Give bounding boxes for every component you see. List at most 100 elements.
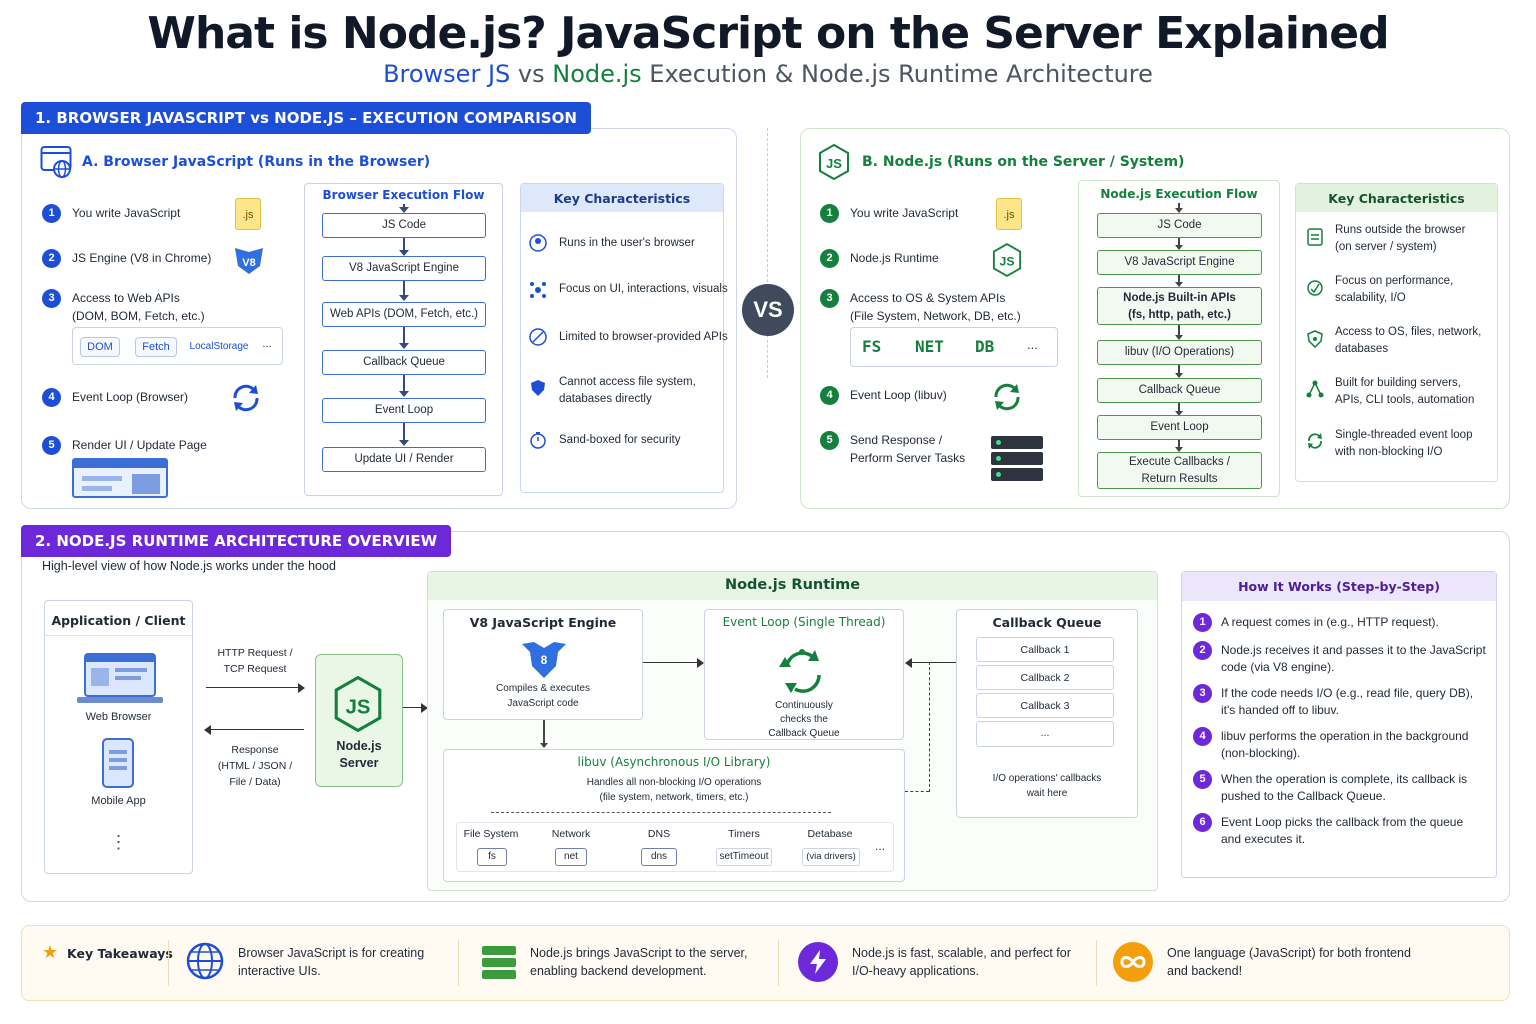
event-loop-desc: Continuously checks the Callback Queue — [768, 700, 840, 739]
how-step-num: 6 — [1193, 813, 1212, 832]
browser-key-item: Cannot access file system, databases dir… — [559, 376, 696, 405]
takeaway-divider — [458, 940, 459, 986]
takeaway-divider — [168, 940, 169, 986]
flow-arrow — [399, 204, 409, 213]
node-key-item: Single-threaded event loop with non-bloc… — [1335, 429, 1473, 458]
loop-icon — [1306, 432, 1324, 455]
refresh-icon — [229, 381, 263, 420]
api-chip-more: ... — [1027, 337, 1038, 352]
section1-tag: 1. BROWSER JAVASCRIPT vs NODE.JS – EXECU… — [21, 102, 591, 134]
flow-arrow — [1175, 403, 1182, 416]
response-arrow — [208, 729, 304, 730]
flow-arrow — [399, 375, 409, 397]
browser-key-item: Sand-boxed for security — [559, 434, 681, 446]
event-loop-box — [704, 609, 904, 740]
vs-label: VS — [753, 297, 783, 322]
node-step: Event Loop (libuv) — [850, 388, 947, 402]
api-chip-fs: FS — [862, 337, 882, 356]
svg-text:JS: JS — [346, 696, 371, 718]
node-key-box — [1295, 183, 1498, 482]
browser-key-title: Key Characteristics — [553, 191, 691, 206]
js-file-icon: .js — [235, 198, 261, 230]
js-file-label: .js — [242, 209, 254, 221]
section2-tag: 2. NODE.JS RUNTIME ARCHITECTURE OVERVIEW — [21, 525, 452, 557]
node-flow-step: V8 JavaScript Engine — [1097, 250, 1262, 275]
libuv-module-chip: (via drivers) — [802, 848, 860, 866]
node-key-item: Runs outside the browser (on server / sy… — [1335, 224, 1466, 253]
response-arrowhead — [204, 725, 211, 735]
flow-arrow — [1175, 365, 1182, 378]
client-title: Application / Client — [51, 613, 186, 628]
request-arrow — [206, 687, 302, 688]
node-js-file-label: .js — [1003, 209, 1015, 221]
queue-to-loop-arrowhead — [905, 658, 912, 668]
limit-icon — [529, 328, 547, 351]
js-file-icon: .js — [996, 198, 1022, 230]
browser-key-item: Limited to browser-provided APIs — [559, 331, 728, 343]
libuv-more: ... — [874, 839, 885, 853]
browser-heading: A. Browser JavaScript (Runs in the Brows… — [82, 154, 431, 170]
response-label: Response (HTML / JSON / File / Data) — [217, 744, 293, 788]
how-step-num: 5 — [1193, 770, 1212, 789]
browser-step: Render UI / Update Page — [72, 438, 207, 452]
browser-step-num: 4 — [42, 388, 61, 407]
flow-arrow — [1175, 203, 1182, 213]
mobile-phone-icon — [102, 738, 134, 788]
takeaway-divider — [778, 940, 779, 986]
node-step: Send Response / Perform Server Tasks — [850, 433, 966, 465]
nodejs-logo-icon: JS — [818, 143, 850, 185]
libuv-title: libuv (Asynchronous I/O Library) — [577, 755, 771, 769]
laptop-icon — [77, 652, 163, 711]
browser-key-item: Runs in the user's browser — [559, 237, 695, 249]
takeaway-item: Browser JavaScript is for creating inter… — [238, 946, 425, 978]
node-flow-title: Node.js Execution Flow — [1100, 187, 1258, 201]
event-loop-title: Event Loop (Single Thread) — [722, 615, 886, 629]
nodejs-runtime-icon: JS — [992, 242, 1022, 282]
browser-flow-step: Update UI / Render — [322, 447, 486, 472]
vs-divider — [767, 128, 768, 378]
takeaway-item: One language (JavaScript) for both front… — [1167, 946, 1411, 978]
libuv-to-queue-dashed-h — [905, 791, 929, 792]
runtime-header — [428, 572, 1157, 600]
node-step: Access to OS & System APIs (File System,… — [850, 291, 1021, 323]
browser-step: Event Loop (Browser) — [72, 390, 189, 404]
browser-step: Access to Web APIs (DOM, BOM, Fetch, etc… — [72, 291, 205, 323]
node-key-title: Key Characteristics — [1328, 191, 1465, 206]
how-step-num: 3 — [1193, 684, 1212, 703]
node-step-num: 5 — [820, 431, 839, 450]
client-divider — [45, 635, 192, 636]
node-step: You write JavaScript — [850, 206, 959, 220]
event-loop-cycle-icon — [775, 647, 829, 700]
libuv-desc: Handles all non-blocking I/O operations … — [586, 777, 762, 803]
api-chip-localstorage: LocalStorage — [189, 341, 249, 352]
node-flow-step: Execute Callbacks / Return Results — [1097, 452, 1262, 489]
client-more: ⋮ — [109, 832, 128, 852]
v8-engine-desc: Compiles & executes JavaScript code — [496, 683, 590, 709]
document-icon — [1306, 227, 1324, 252]
os-apis-box — [850, 327, 1058, 367]
browser-step: You write JavaScript — [72, 206, 181, 220]
flow-arrow — [399, 423, 409, 446]
runtime-title: Node.js Runtime — [724, 577, 861, 593]
node-flow-step: JS Code — [1097, 213, 1262, 238]
client-box — [44, 600, 193, 874]
browser-step-num: 1 — [42, 204, 61, 223]
node-key-item: Access to OS, files, network, databases — [1335, 326, 1482, 355]
takeaway-item: Node.js brings JavaScript to the server,… — [530, 946, 748, 978]
v8-to-libuv-arrow — [540, 720, 547, 748]
how-header — [1182, 572, 1496, 601]
flow-arrow — [1175, 275, 1182, 287]
how-step: A request comes in (e.g., HTTP request). — [1221, 615, 1439, 629]
libuv-module-chip: net — [555, 848, 587, 866]
api-chip-db: DB — [975, 337, 995, 356]
how-step-num: 2 — [1193, 641, 1212, 660]
vs-badge: VS — [742, 284, 794, 336]
client-web-label: Web Browser — [85, 711, 152, 723]
browser-step-num: 2 — [42, 249, 61, 268]
v8-shield-icon: V8 — [232, 246, 266, 281]
star-icon: ★ — [42, 942, 59, 962]
flow-arrow — [1175, 238, 1182, 250]
queue-to-loop-arrow — [912, 662, 956, 663]
how-box — [1181, 571, 1497, 878]
how-step: libuv performs the operation in the back… — [1221, 729, 1469, 760]
